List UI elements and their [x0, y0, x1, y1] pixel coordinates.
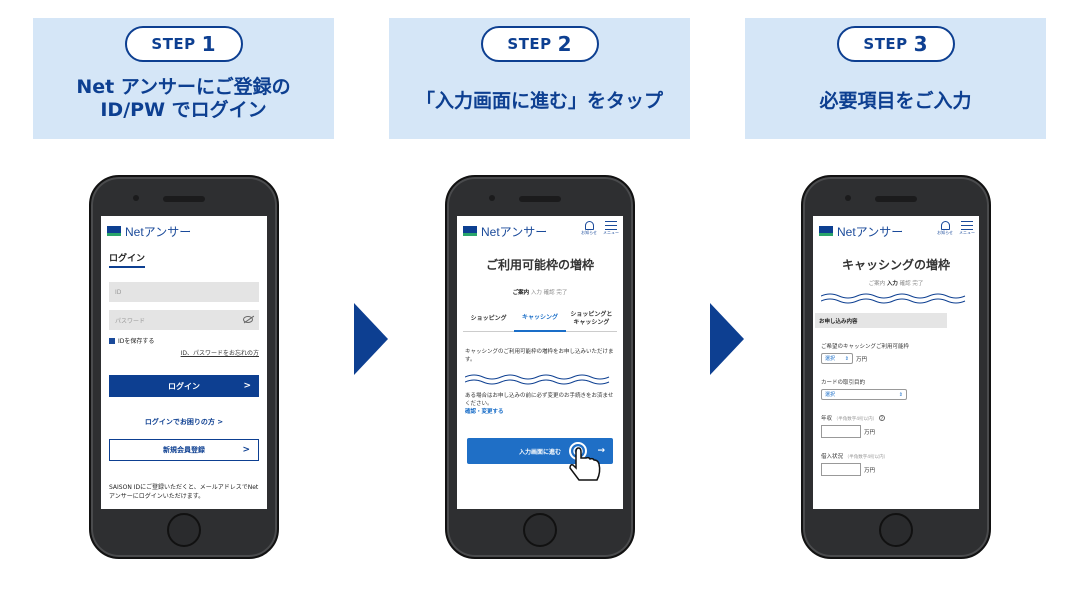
select-arrows-icon: ⇕	[898, 391, 903, 398]
phone-login: Netアンサー ログイン ID パスワード IDを保存する ID、パスワードをお…	[89, 175, 279, 559]
home-button-icon	[879, 513, 913, 547]
page-title: ご利用可能枠の増枠	[485, 258, 594, 272]
menu-button[interactable]: メニュー	[603, 221, 619, 236]
step-2-title: 「入力画面に進む」をタップ	[415, 90, 663, 112]
bell-icon	[584, 221, 594, 230]
desired-limit-label: ご希望のキャッシングご利用可能枠	[821, 344, 910, 350]
phone-increase-limit: Netアンサー お知らせ メニュー ご利用可能枠の増枠 ご案内 入力 確認 完了…	[445, 175, 635, 559]
wave-divider-icon	[821, 293, 966, 304]
desired-limit-select[interactable]: 選択 ⇕	[821, 353, 853, 364]
menu-icon	[605, 221, 617, 230]
step-3-title: 必要項目をご入力	[819, 90, 972, 112]
borrowing-input[interactable]	[821, 463, 861, 476]
chevron-right-icon: >	[242, 445, 250, 455]
income-input[interactable]	[821, 425, 861, 438]
notification-button[interactable]: お知らせ	[581, 221, 597, 236]
tap-hand-icon	[569, 442, 601, 481]
borrowing-label: 借入状況 （半角数字4桁以内）	[821, 454, 889, 460]
chevron-right-icon: >	[243, 381, 251, 391]
app-bar: Netアンサー	[101, 216, 267, 246]
login-heading: ログイン	[109, 251, 146, 268]
tab-shopping[interactable]: ショッピング	[470, 314, 507, 322]
help-icon[interactable]: ?	[878, 415, 885, 421]
application-form-screen: Netアンサー お知らせ メニュー キャッシングの増枠 ご案内 入力 確認 完了	[813, 216, 979, 509]
tab-shopping-and-cashing[interactable]: ショッピングと キャッシング	[570, 310, 613, 326]
app-bar: Netアンサー お知らせ メニュー	[457, 216, 623, 246]
confirm-change-link[interactable]: 確認・変更する	[465, 409, 504, 415]
bell-icon	[940, 221, 950, 230]
register-button[interactable]: 新規会員登録 >	[109, 439, 259, 461]
step-1-title: Net アンサーにご登録の ID/PW でログイン	[76, 76, 291, 121]
step-2-header: STEP 2 「入力画面に進む」をタップ	[389, 18, 690, 139]
progress-steps: ご案内 入力 確認 完了	[512, 290, 568, 296]
speaker-icon	[519, 196, 561, 202]
step-2-badge: STEP 2	[480, 26, 599, 62]
checkbox-icon[interactable]	[109, 337, 115, 344]
step-1-header: STEP 1 Net アンサーにご登録の ID/PW でログイン	[33, 18, 334, 139]
income-label: 年収 （半角数字4桁以内） ?	[821, 415, 885, 422]
app-bar: Netアンサー お知らせ メニュー	[813, 216, 979, 246]
menu-button[interactable]: メニュー	[959, 221, 975, 236]
page-title: キャッシングの増枠	[841, 258, 950, 272]
camera-icon	[133, 195, 139, 201]
saison-logo-icon	[819, 226, 833, 236]
proceed-to-input-button[interactable]: 入力画面に進む →	[467, 438, 613, 481]
home-button-icon	[167, 513, 201, 547]
password-input[interactable]: パスワード	[109, 310, 259, 330]
notification-button[interactable]: お知らせ	[937, 221, 953, 236]
arrow-right-icon: →	[597, 446, 605, 456]
tab-cashing[interactable]: キャッシング	[514, 306, 566, 332]
saison-id-note: SAISON IDにご登録いただくと、メールアドレスでNetアンサーにログインい…	[109, 484, 259, 500]
increase-limit-screen: Netアンサー お知らせ メニュー ご利用可能枠の増枠 ご案内 入力 確認 完了…	[457, 216, 623, 509]
card-purpose-label: カードの取引目的	[821, 380, 866, 386]
speaker-icon	[163, 196, 205, 202]
login-help-link[interactable]: ログインでお困りの方 >	[144, 418, 224, 426]
saison-logo-icon	[107, 226, 121, 236]
saison-logo-icon	[463, 226, 477, 236]
forgot-credentials-link[interactable]: ID、パスワードをお忘れの方	[180, 350, 259, 357]
step-1-badge: STEP 1	[124, 26, 243, 62]
step-3-badge: STEP 3	[836, 26, 955, 62]
eye-off-icon[interactable]	[243, 316, 253, 323]
card-purpose-select[interactable]: 選択 ⇕	[821, 389, 907, 400]
next-arrow-icon	[710, 303, 744, 375]
section-header: お申し込み内容	[815, 313, 947, 328]
login-button[interactable]: ログイン >	[109, 375, 259, 397]
description-text: キャッシングのご利用可能枠の増枠をお申し込みいただけます。	[465, 349, 614, 363]
menu-icon	[961, 221, 973, 230]
save-id-checkbox[interactable]: IDを保存する	[109, 336, 259, 345]
warning-text: ある場合はお申し込みの前に必ず変更のお手続きをお済ませください。	[465, 393, 614, 407]
brand-name: Netアンサー	[125, 224, 192, 239]
limit-tabs: ショッピング キャッシング ショッピングと キャッシング	[463, 306, 617, 332]
brand-name: Netアンサー	[837, 224, 904, 239]
id-input[interactable]: ID	[109, 282, 259, 302]
next-arrow-icon	[354, 303, 388, 375]
camera-icon	[489, 195, 495, 201]
camera-icon	[845, 195, 851, 201]
phone-application-form: Netアンサー お知らせ メニュー キャッシングの増枠 ご案内 入力 確認 完了	[801, 175, 991, 559]
wave-divider-icon	[465, 374, 610, 385]
select-arrows-icon: ⇕	[844, 355, 849, 362]
login-screen: Netアンサー ログイン ID パスワード IDを保存する ID、パスワードをお…	[101, 216, 267, 509]
speaker-icon	[875, 196, 917, 202]
home-button-icon	[523, 513, 557, 547]
step-3-header: STEP 3 必要項目をご入力	[745, 18, 1046, 139]
brand-name: Netアンサー	[481, 224, 548, 239]
progress-steps: ご案内 入力 確認 完了	[868, 281, 924, 287]
